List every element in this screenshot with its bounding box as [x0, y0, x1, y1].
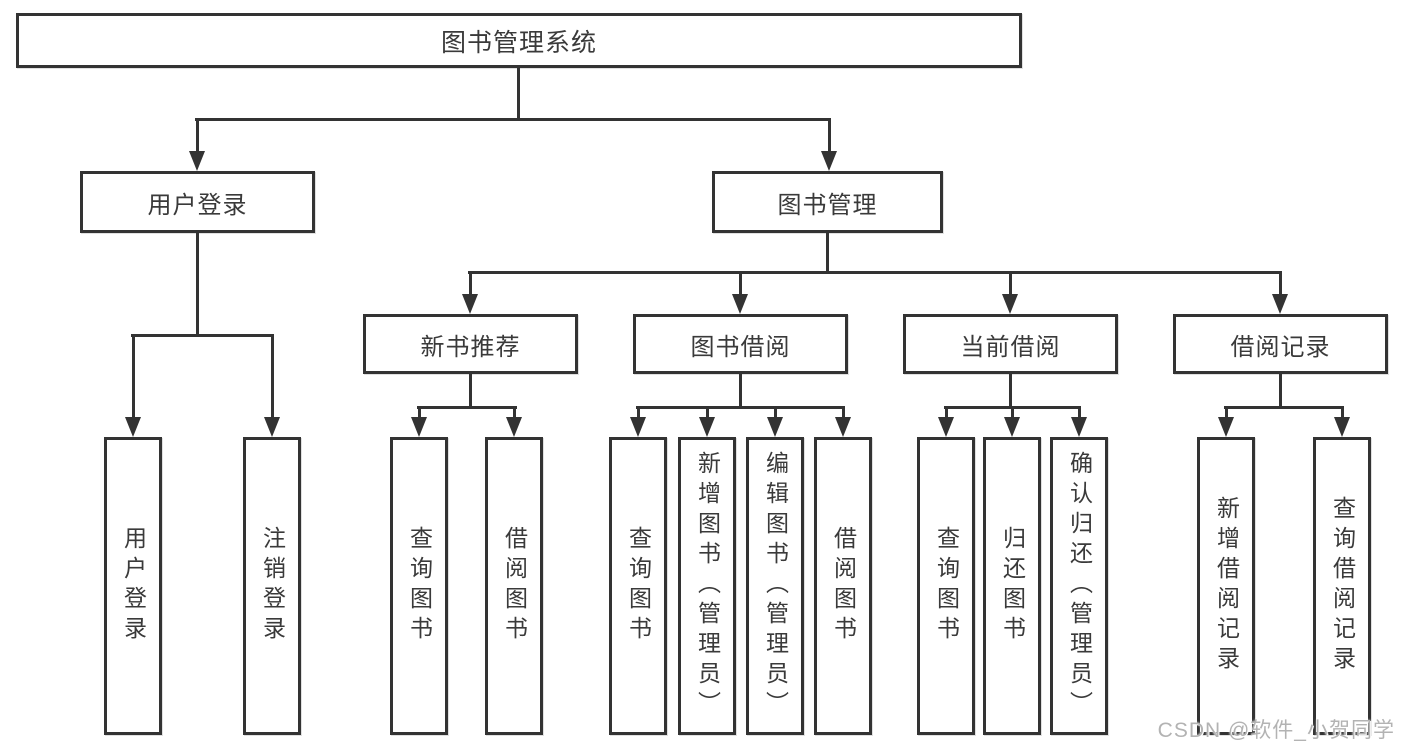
leaf-borrow-books: 借阅图书	[814, 437, 872, 735]
node-label: 新书推荐	[420, 333, 521, 361]
arrow-down-icon	[835, 417, 851, 437]
connector-line	[468, 271, 1282, 274]
connector-line	[417, 406, 517, 409]
leaf-label: 注销登录	[259, 526, 286, 646]
arrow-down-icon	[630, 417, 646, 437]
node-library-management-system: 图书管理系统	[16, 13, 1022, 68]
leaf-logout: 注销登录	[243, 437, 301, 735]
connector-line	[131, 334, 273, 337]
arrow-down-icon	[1218, 417, 1234, 437]
connector-line	[739, 271, 742, 298]
arrow-down-icon	[732, 294, 748, 314]
leaf-label: 借阅图书	[501, 526, 528, 646]
node-label: 借阅记录	[1230, 333, 1331, 361]
arrow-down-icon	[264, 417, 280, 437]
node-current-borrowing: 当前借阅	[903, 314, 1118, 374]
connector-line	[828, 118, 831, 159]
leaf-label: 查询借阅记录	[1329, 496, 1356, 676]
leaf-query-books-borrow: 查询图书	[609, 437, 667, 735]
connector-line	[1224, 406, 1344, 409]
leaf-add-borrow-record: 新增借阅记录	[1197, 437, 1255, 735]
connector-line	[1225, 406, 1228, 424]
connector-line	[469, 374, 472, 408]
node-book-borrowing: 图书借阅	[633, 314, 848, 374]
leaf-user-login: 用户登录	[104, 437, 162, 735]
node-borrowing-records: 借阅记录	[1173, 314, 1388, 374]
leaf-label: 查询图书	[625, 526, 652, 646]
node-user-login: 用户登录	[80, 171, 315, 233]
connector-line	[774, 406, 777, 424]
node-label: 图书管理系统	[440, 28, 597, 57]
node-new-book-recommend: 新书推荐	[363, 314, 578, 374]
connector-line	[196, 233, 199, 336]
leaf-label: 新增借阅记录	[1213, 496, 1240, 676]
arrow-down-icon	[1004, 417, 1020, 437]
connector-line	[1009, 271, 1012, 298]
connector-line	[1341, 406, 1344, 424]
connector-line	[1279, 271, 1282, 298]
node-label: 图书借阅	[690, 333, 791, 361]
connector-line	[636, 406, 845, 409]
arrow-down-icon	[1272, 294, 1288, 314]
connector-line	[418, 406, 421, 424]
arrow-down-icon	[189, 151, 205, 171]
connector-line	[1078, 406, 1081, 424]
leaf-label: 查询图书	[406, 526, 433, 646]
connector-line	[739, 374, 742, 408]
connector-line	[132, 334, 135, 422]
connector-line	[1011, 406, 1014, 424]
connector-line	[826, 233, 829, 273]
connector-line	[1279, 374, 1282, 408]
node-label: 用户登录	[147, 191, 248, 219]
arrow-down-icon	[821, 151, 837, 171]
csdn-watermark: CSDN @软件_小贺同学	[1157, 719, 1395, 742]
connector-line	[513, 406, 516, 424]
arrow-down-icon	[125, 417, 141, 437]
leaf-return-books: 归还图书	[983, 437, 1041, 735]
connector-line	[271, 334, 274, 422]
leaf-label: 新增图书（管理员）	[694, 451, 721, 721]
connector-line	[945, 406, 948, 424]
leaf-label: 归还图书	[999, 526, 1026, 646]
connector-line	[196, 118, 199, 159]
arrow-down-icon	[506, 417, 522, 437]
arrow-down-icon	[699, 417, 715, 437]
leaf-label: 借阅图书	[830, 526, 857, 646]
connector-line	[517, 68, 520, 120]
connector-line	[195, 118, 831, 121]
arrow-down-icon	[411, 417, 427, 437]
connector-line	[469, 271, 472, 298]
leaf-confirm-return-admin: 确认归还（管理员）	[1050, 437, 1108, 735]
leaf-add-book-admin: 新增图书（管理员）	[678, 437, 736, 735]
node-label: 图书管理	[777, 191, 878, 219]
leaf-label: 查询图书	[933, 526, 960, 646]
arrow-down-icon	[938, 417, 954, 437]
connector-line	[1009, 374, 1012, 408]
arrow-down-icon	[1334, 417, 1350, 437]
leaf-borrow-books-recommend: 借阅图书	[485, 437, 543, 735]
leaf-query-books-current: 查询图书	[917, 437, 975, 735]
leaf-query-borrow-record: 查询借阅记录	[1313, 437, 1371, 735]
connector-line	[706, 406, 709, 424]
node-label: 当前借阅	[960, 333, 1061, 361]
leaf-label: 用户登录	[120, 526, 147, 646]
arrow-down-icon	[767, 417, 783, 437]
leaf-label: 确认归还（管理员）	[1066, 451, 1093, 721]
arrow-down-icon	[1071, 417, 1087, 437]
arrow-down-icon	[1002, 294, 1018, 314]
connector-line	[637, 406, 640, 424]
leaf-query-books-recommend: 查询图书	[390, 437, 448, 735]
arrow-down-icon	[462, 294, 478, 314]
leaf-label: 编辑图书（管理员）	[762, 451, 789, 721]
node-book-management: 图书管理	[712, 171, 943, 233]
connector-line	[842, 406, 845, 424]
leaf-edit-book-admin: 编辑图书（管理员）	[746, 437, 804, 735]
